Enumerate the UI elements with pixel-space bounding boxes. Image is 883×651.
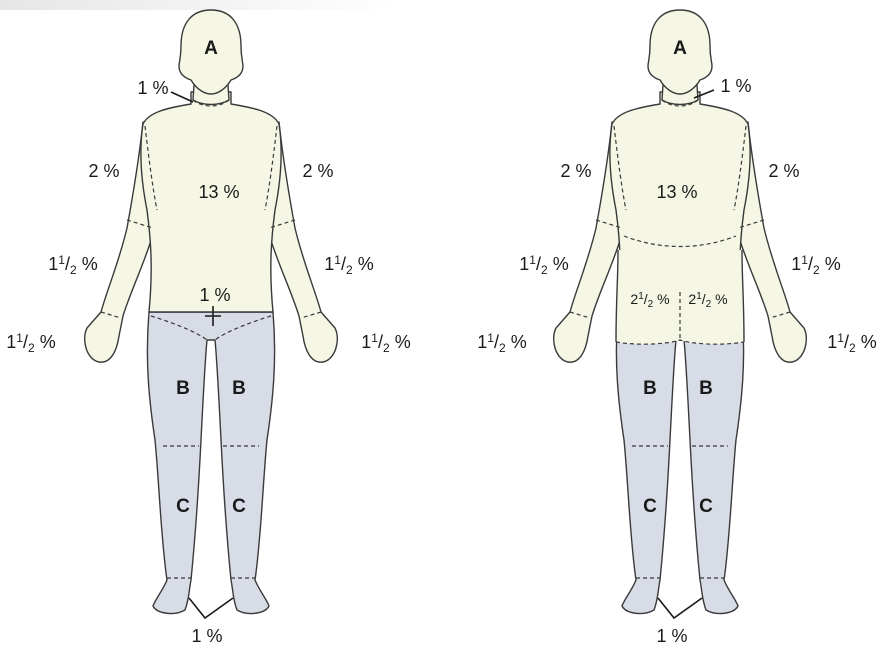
svg-text:11/2 %: 11/2 % [791,253,840,277]
front-neck-pointer [171,92,193,102]
svg-text:11/2 %: 11/2 % [6,331,55,355]
back-legs [616,312,743,613]
svg-text:11/2 %: 11/2 % [324,253,373,277]
front-head-label: A [204,38,218,59]
back-upper-arm-right-label: 2 % [768,161,799,181]
front-forearm-left-label: 11/2 % [48,253,97,277]
back-hand-right-label: 11/2 % [827,331,876,355]
front-hand-left-label: 11/2 % [6,331,55,355]
back-head-label: A [673,38,687,59]
back-feet-label: 1 % [656,626,687,646]
front-legs [147,312,274,613]
front-trunk-label: 13 % [198,182,239,202]
svg-text:11/2 %: 11/2 % [361,331,410,355]
front-leg-right-label: C [232,496,246,517]
front-thigh-right-label: B [232,378,246,399]
back-thigh-left-label: B [643,378,657,399]
svg-text:11/2 %: 11/2 % [48,253,97,277]
back-trunk-label: 13 % [656,182,697,202]
front-upper-arm-right-label: 2 % [302,161,333,181]
front-genital-label: 1 % [199,285,230,305]
back-feet-pointer [658,598,702,618]
back-leg-left-label: C [643,496,657,517]
front-figure [85,10,338,613]
front-feet-label: 1 % [191,626,222,646]
back-neck-label: 1 % [720,76,751,96]
svg-text:11/2 %: 11/2 % [827,331,876,355]
front-leg-left-label: C [176,496,190,517]
front-thigh-left-label: B [176,378,190,399]
back-forearm-right-label: 11/2 % [791,253,840,277]
front-feet-pointer [189,598,233,618]
front-upper-arm-left-label: 2 % [88,161,119,181]
svg-text:11/2 %: 11/2 % [519,253,568,277]
back-figure [554,10,807,613]
front-hand-right-label: 11/2 % [361,331,410,355]
back-upper-arm-left-label: 2 % [560,161,591,181]
back-hand-left-label: 11/2 % [477,331,526,355]
back-leg-right-label: C [699,496,713,517]
front-neck-label: 1 % [137,78,168,98]
front-forearm-right-label: 11/2 % [324,253,373,277]
back-forearm-left-label: 11/2 % [519,253,568,277]
back-thigh-right-label: B [699,378,713,399]
svg-text:11/2 %: 11/2 % [477,331,526,355]
